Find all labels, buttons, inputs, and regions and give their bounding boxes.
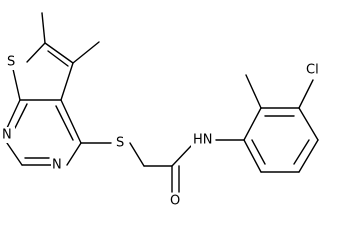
bond-c4-c4a-double — [55, 105, 74, 141]
sulfur-linker-label: S — [116, 136, 124, 151]
bond-c5-methyl — [72, 41, 100, 64]
carbonyl-o-bg — [168, 193, 184, 209]
sulfur-linker-bg — [112, 135, 128, 151]
nitrogen-lower-bg — [51, 157, 66, 173]
amide-nh-bg — [191, 132, 215, 148]
bond-ar-c3-c4 — [298, 107, 319, 141]
amide-nh-label: HN — [193, 133, 213, 148]
bond-s-ch2 — [129, 142, 145, 167]
bond-ar-c4-c5 — [298, 139, 319, 173]
bond-ar-c6-c1 — [243, 139, 262, 173]
bond-c7a-n1-double — [14, 103, 28, 129]
bond-c7a-n1 — [6, 99, 21, 129]
bond-aryl-cl — [298, 79, 314, 109]
atom-labels: S N N S HN O Cl — [1, 54, 330, 209]
bond-set — [6, 12, 319, 193]
bond-ar-c4-c5-inner — [293, 139, 310, 165]
bond-carbonyl-n — [171, 145, 192, 167]
chlorine-bg — [305, 62, 330, 78]
bond-ar-c6-c1-inner — [251, 139, 266, 165]
bond-c6-c5 — [44, 42, 74, 64]
carbonyl-o-label: O — [170, 194, 180, 209]
nitrogen-upper-bg — [1, 127, 15, 143]
nitrogen-upper-label: N — [2, 128, 12, 143]
bond-n3-c4 — [66, 142, 82, 166]
chlorine-label: Cl — [306, 63, 319, 78]
bond-c5-c4a — [60, 62, 74, 101]
chemical-structure: S N N S HN O Cl — [1, 12, 330, 209]
bond-s1-c7a — [12, 68, 21, 101]
nitrogen-lower-label: N — [52, 158, 62, 173]
bond-ar-c1-c2 — [243, 107, 262, 141]
sulfur-ring-label: S — [7, 55, 15, 70]
bond-aryl-methyl — [245, 74, 262, 109]
bond-c4-c4a — [60, 99, 82, 144]
bond-c6-c5-double — [47, 50, 69, 67]
bond-s1-c6 — [26, 42, 46, 63]
bond-n1-c2 — [6, 142, 23, 166]
sulfur-ring-bg — [6, 54, 20, 70]
bond-c6-methyl — [41, 12, 46, 44]
